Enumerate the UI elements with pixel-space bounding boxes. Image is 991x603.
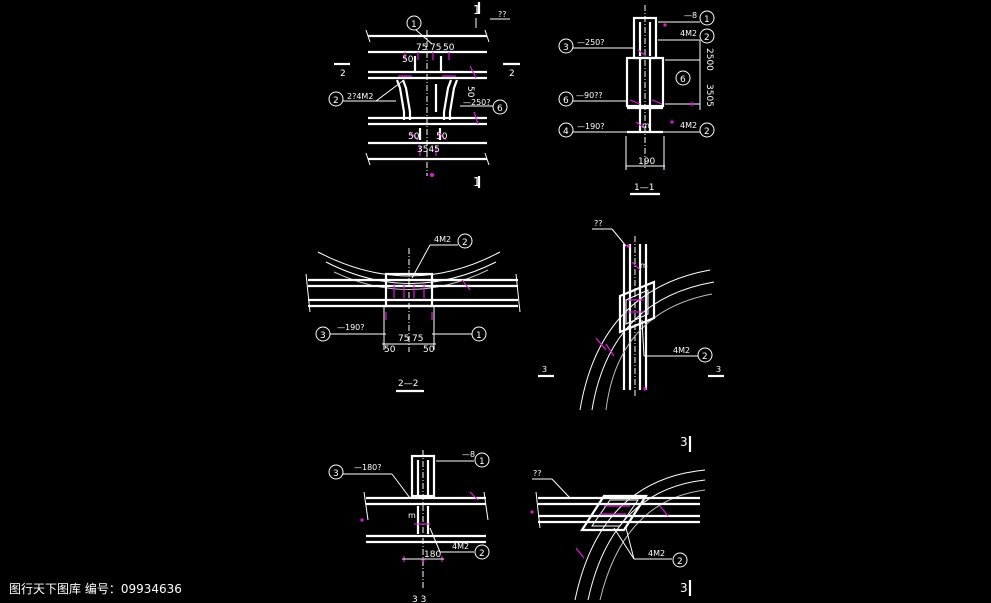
note-4m2-1-1-b: 4M2 <box>680 121 697 130</box>
dim-m-3-3: m <box>408 511 416 520</box>
tag-label-curved: ?? <box>594 219 603 228</box>
section-mark-2-right: 2 <box>509 69 515 79</box>
section-mark-3-right: 3 <box>716 365 721 374</box>
callout-2-2-2: 2 <box>462 238 468 248</box>
section-mark-bottom-right-top: 3 <box>680 435 688 449</box>
dim-m-1-1: m <box>642 121 650 130</box>
title-section-3-3: 3 3 <box>412 595 426 603</box>
note-190-2-2: —190? <box>337 323 365 332</box>
dim-75-a: 75 <box>416 43 427 53</box>
note-4m2-3-3: 4M2 <box>452 542 469 551</box>
note-250-1-1: —250? <box>577 38 605 47</box>
note-4m2-2-2: 4M2 <box>434 235 451 244</box>
dim-190-1-1: 190 <box>638 157 655 167</box>
callout-2-curved-plan: 2 <box>677 557 683 567</box>
detail-section-2-2: 50 75 75 50 4M2 2 3 —190? 1 2—2 <box>305 233 521 393</box>
note-4m2-curved-plan: 4M2 <box>648 549 665 558</box>
dim-180: 180 <box>424 550 441 560</box>
section-mark-bottom-right-bottom: 3 <box>680 581 688 595</box>
detail-section-3-3: m 180 3 —180? —8 1 4M2 2 3 3 <box>328 450 490 603</box>
bolt-marks-curved-plan <box>530 505 669 559</box>
callout-1-plan: 1 <box>411 20 417 30</box>
dim-50-2-2-b: 50 <box>423 345 435 355</box>
note-190-1-1: —190? <box>577 122 605 131</box>
callout-2-plan: 2 <box>333 96 339 106</box>
dim-3505: 3505 <box>704 84 714 107</box>
section-mark-3-left: 3 <box>542 365 547 374</box>
dim-3545: 3545 <box>417 145 440 155</box>
title-section-2-2: 2—2 <box>398 379 418 389</box>
callout-3-2-2: 3 <box>320 331 326 341</box>
tag-label-curved-plan: ?? <box>533 469 542 478</box>
detail-curved-plan: 3 3 ?? 4M2 2 <box>530 435 706 601</box>
callout-6-1-1-left: 6 <box>563 96 569 106</box>
callout-6-plan: 6 <box>497 104 503 114</box>
title-section-1-1: 1—1 <box>634 183 654 193</box>
watermark-text: 图行天下图库 编号：09934636 <box>9 582 182 596</box>
bolt-marks-plan <box>398 52 479 177</box>
dim-50-d: 50 <box>436 132 448 142</box>
note-90: —90?? <box>576 91 603 100</box>
callout-2-curved: 2 <box>702 352 708 362</box>
detail-curved-column: ?? m 4M2 2 3 3 <box>538 219 724 411</box>
callout-1-1-1: 1 <box>704 15 710 25</box>
bolt-marks-curved <box>595 244 647 391</box>
dim-50-a: 50 <box>443 43 455 53</box>
detail-section-1-1: m 190 2500 3505 —8 1 4M2 2 6 4M2 2 3 —25… <box>558 5 715 196</box>
note-4m2-curved: 4M2 <box>673 346 690 355</box>
bolt-marks-1-1 <box>625 23 694 170</box>
dim-50-c: 50 <box>408 132 420 142</box>
dim-75-b: 75 <box>430 43 441 53</box>
callout-2-1-1-a: 2 <box>704 33 710 43</box>
callout-2-1-1-b: 2 <box>704 127 710 137</box>
note-274m2: 2?4M2 <box>347 92 373 101</box>
section-mark-1-bottom: 1 <box>473 175 481 189</box>
dim-2500: 2500 <box>704 48 714 71</box>
dim-75-2-2-b: 75 <box>412 334 423 344</box>
tag-label: ?? <box>498 10 507 19</box>
dim-m-curved: m <box>640 261 648 270</box>
callout-6-1-1: 6 <box>680 75 686 85</box>
note-8-3-3: —8 <box>462 450 475 459</box>
dim-50-2-2-a: 50 <box>384 345 396 355</box>
note-4m2-1-1-a: 4M2 <box>680 29 697 38</box>
note-8: —8 <box>684 11 697 20</box>
section-mark-2-left: 2 <box>340 69 346 79</box>
callout-2-3-3: 2 <box>479 549 485 559</box>
callout-1-2-2: 1 <box>476 331 482 341</box>
callout-3-3-3: 3 <box>333 469 339 479</box>
dim-50-b: 50 <box>402 55 414 65</box>
dim-75-2-2-a: 75 <box>398 334 409 344</box>
callout-3-1-1: 3 <box>563 43 569 53</box>
dim-50-vert: 50 <box>465 86 475 98</box>
callout-1-3-3: 1 <box>479 457 485 467</box>
callout-4-1-1: 4 <box>563 127 569 137</box>
note-250-plan: —250? <box>463 98 491 107</box>
bolt-marks-2-2 <box>385 279 471 320</box>
detail-plan-top-left: 1 ?? <box>328 2 520 189</box>
section-mark-1-top: 1 <box>473 3 481 17</box>
note-180: —180? <box>354 463 382 472</box>
